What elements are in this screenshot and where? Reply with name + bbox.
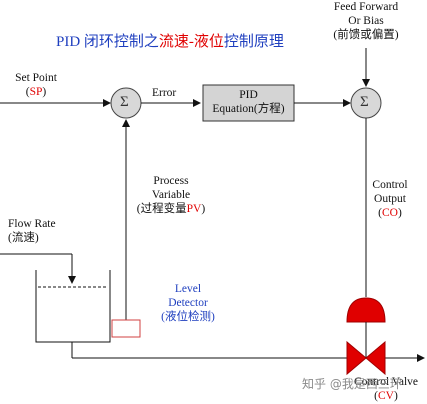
control-output-line2: Output [374, 193, 406, 205]
level-detector-line1: Level [174, 283, 202, 295]
pid-line2: Equation(方程) [212, 103, 285, 115]
sigma-right: Σ [360, 94, 369, 110]
feed-forward-label: Feed Forward Or Bias (前馈或偏置) [316, 0, 416, 42]
diagram-title: PID 闭环控制之流速-液位控制原理 [56, 33, 284, 51]
process-variable-line3: (过程变量PV) [136, 203, 206, 215]
pid-box-label: PID Equation(方程) [203, 88, 294, 116]
feed-forward-line3: (前馈或偏置) [333, 29, 399, 41]
pv-prefix: (过程变量 [136, 203, 187, 215]
pid-equation-box [202, 84, 295, 122]
pv-abbrev: PV [186, 203, 202, 215]
title-part3: 控制原理 [223, 34, 284, 50]
control-valve-text: Control Valve [354, 376, 418, 388]
valve-body [346, 340, 386, 376]
error-label: Error [152, 87, 177, 99]
process-variable-line2: Variable [151, 189, 191, 201]
valve-actuator [346, 297, 386, 323]
level-detector-line2: Detector [168, 297, 208, 309]
cv-abbrev: CV [378, 390, 394, 402]
pid-line1: PID [239, 89, 258, 101]
flow-rate-label: Flow Rate (流速) [8, 217, 56, 245]
flow-rate-line1: Flow Rate [8, 218, 56, 230]
title-part1: PID 闭环控制之 [56, 34, 159, 50]
tank [35, 270, 111, 343]
sp-abbrev: SP [29, 86, 43, 98]
title-part2: 流速-液位 [158, 34, 224, 50]
control-output-label: Control Output (CO) [364, 178, 416, 220]
co-text: (CO) [378, 207, 402, 219]
cv-text: (CV) [374, 390, 398, 402]
co-abbrev: CO [382, 207, 398, 219]
feed-forward-line1: Feed Forward [333, 1, 399, 13]
sp-text: (SP) [25, 86, 47, 98]
level-detector-label: Level Detector (液位检测) [150, 282, 226, 324]
level-detector-box [111, 319, 141, 338]
process-variable-line1: Process [153, 175, 189, 187]
set-point-label: Set Point (SP) [6, 71, 66, 99]
set-point-text: Set Point [15, 72, 57, 84]
flow-rate-line2: (流速) [8, 232, 39, 244]
level-detector-line3: (液位检测) [161, 311, 215, 323]
watermark: 知乎 @我是西三环 [302, 377, 402, 391]
control-valve-label: Control Valve (CV) [344, 375, 427, 403]
control-output-line1: Control [372, 179, 408, 191]
sigma-left: Σ [120, 94, 129, 110]
feed-forward-line2: Or Bias [348, 15, 384, 27]
process-variable-label: Process Variable (过程变量PV) [130, 174, 212, 216]
